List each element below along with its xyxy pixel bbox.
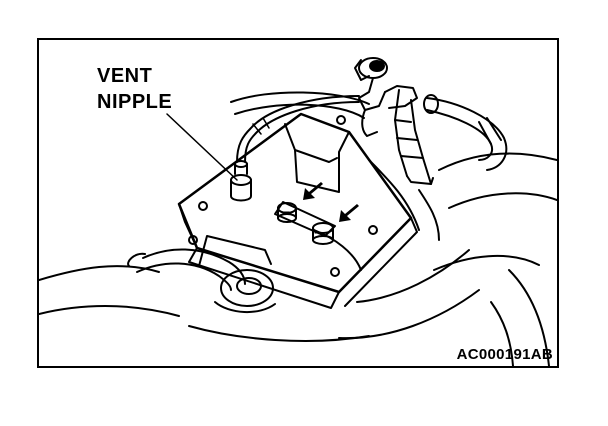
diagram-frame: VENT NIPPLE AC000191AB bbox=[37, 38, 559, 368]
direction-arrows bbox=[303, 182, 359, 222]
lower-pipe bbox=[127, 235, 276, 314]
engine-background-contours bbox=[39, 91, 557, 366]
arrow-right-icon bbox=[339, 204, 359, 222]
engine-illustration bbox=[39, 57, 557, 366]
figure-code: AC000191AB bbox=[456, 346, 553, 363]
air-hose bbox=[423, 94, 508, 171]
arrow-left-icon bbox=[303, 182, 323, 200]
vent-nipple bbox=[230, 160, 252, 202]
vacuum-hose bbox=[236, 95, 360, 163]
mounting-studs bbox=[274, 201, 336, 245]
plate-assembly bbox=[177, 112, 418, 309]
pressure-gauge-clamp bbox=[354, 57, 434, 185]
callout-vent-label: VENT bbox=[97, 65, 153, 87]
callout-nipple-label: NIPPLE bbox=[97, 91, 173, 113]
callout-leader-line bbox=[166, 113, 238, 181]
